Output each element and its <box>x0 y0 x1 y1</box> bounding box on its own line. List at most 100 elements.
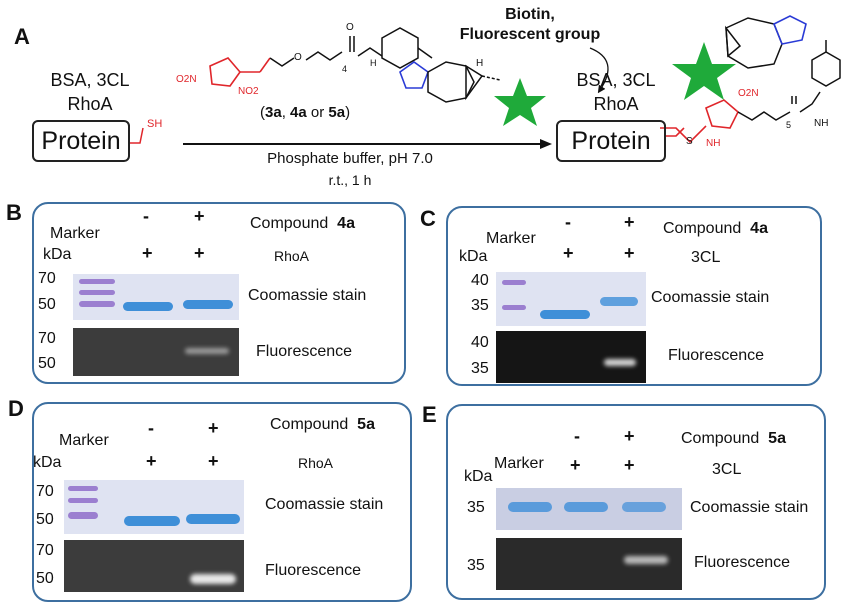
panel-d-mw-c2: 50 <box>36 511 54 528</box>
panel-c-mw-c2: 35 <box>471 297 489 314</box>
reaction-scheme-svg <box>130 15 841 149</box>
reagent-3a: 3a <box>265 104 282 121</box>
protein-band <box>508 502 552 512</box>
marker-band <box>79 290 115 295</box>
reagent-bcn <box>427 61 501 103</box>
panel-d-compound-word: Compound <box>270 416 349 433</box>
panel-a-label: A <box>14 24 30 49</box>
panel-d-label: D <box>8 396 24 421</box>
panel-d-mw-f2: 50 <box>36 570 54 587</box>
panel-c-mw-f1: 40 <box>471 334 489 351</box>
panel-b-kda: kDa <box>43 246 72 263</box>
panel-c-compound-label: Compound 4a <box>663 220 768 238</box>
panel-b-mw-c2: 50 <box>38 296 56 313</box>
bcn-h-label: H <box>476 58 484 69</box>
subscript-4: 4 <box>342 64 348 74</box>
product-bcn <box>725 17 783 69</box>
protein-band <box>622 502 666 512</box>
panel-d-mw-c1: 70 <box>36 483 54 500</box>
panel-c-lane2-compound: - <box>565 212 571 232</box>
biotin-label: Biotin, <box>505 6 555 23</box>
reagent-star <box>494 78 546 126</box>
panel-e-compound-id: 5a <box>768 430 786 447</box>
panel-b-fluor-gel <box>73 328 239 376</box>
panel-c-lane2-protein: + <box>563 243 574 263</box>
panel-b-coomassie-label: Coomassie stain <box>248 287 367 304</box>
reagent-close: ) <box>345 104 351 121</box>
product-linker <box>737 40 841 121</box>
panel-c-lane3-protein: + <box>624 243 635 263</box>
panel-c-fluor-gel <box>496 331 646 383</box>
right-protein-box: Protein <box>556 120 666 162</box>
reagent-sep2: or <box>306 104 329 121</box>
panel-b-lane2-protein: + <box>142 243 153 263</box>
product-nh-label: NH <box>706 138 721 149</box>
panel-b-lane2-compound: - <box>143 206 149 226</box>
product-amide-nh: NH <box>814 118 829 129</box>
marker-band <box>68 512 98 519</box>
protein-band <box>123 302 173 311</box>
panel-b-fluor-label: Fluorescence <box>256 343 353 360</box>
panel-e-lane3-compound: + <box>624 426 635 446</box>
panel-e-compound-word: Compound <box>681 430 760 447</box>
panel-d-lane2-compound: - <box>148 418 154 438</box>
panel-b-mw-c1: 70 <box>38 270 56 287</box>
reagent-open: ( <box>260 104 265 121</box>
product-bond-svg <box>666 127 685 137</box>
panel-d-marker: Marker <box>59 432 109 449</box>
right-protein-line-1: BSA, 3CL <box>576 70 656 90</box>
panel-d-lane2-protein: + <box>146 451 157 471</box>
fluorescent-band <box>624 556 668 564</box>
panel-b-mw-f1: 70 <box>38 330 56 347</box>
panel-b-compound-word: Compound <box>250 215 329 232</box>
amide-h-label: H <box>370 58 377 68</box>
reagent-sep1: , <box>281 104 291 121</box>
reagent-5a: 5a <box>328 104 346 121</box>
panel-b-protein: RhoA <box>274 248 310 264</box>
left-protein-line-2: RhoA <box>67 94 113 114</box>
product-o2n-label: O2N <box>738 88 759 99</box>
panel-e-coomassie-label: Coomassie stain <box>690 499 809 516</box>
reagent-triazole <box>399 61 429 89</box>
panel-d-fluor-gel <box>64 540 244 592</box>
panel-c-coomassie-label: Coomassie stain <box>651 289 770 306</box>
condition-time: r.t., 1 h <box>328 172 372 188</box>
panel-e-protein: 3CL <box>712 461 742 478</box>
marker-band <box>68 486 98 491</box>
fluorescent-band <box>185 348 229 354</box>
reaction-arrow-head <box>540 139 552 149</box>
panel-b-compound-label: Compound 4a <box>250 215 355 233</box>
panel-b-compound-id: 4a <box>337 215 355 232</box>
panel-e-box <box>446 404 826 600</box>
panel-b-lane3-protein: + <box>194 243 205 263</box>
carbonyl-o-label: O <box>346 22 354 33</box>
ether-o-label: O <box>294 52 302 63</box>
panel-d-compound-id: 5a <box>357 416 375 433</box>
panel-d-mw-f1: 70 <box>36 542 54 559</box>
panel-c-fluor-label: Fluorescence <box>668 347 765 364</box>
protein-band <box>124 516 180 526</box>
panel-c-mw-c1: 40 <box>471 272 489 289</box>
right-protein-line-2: RhoA <box>593 94 639 114</box>
panel-d-compound-label: Compound 5a <box>270 416 375 434</box>
panel-c-mw-f2: 35 <box>471 360 489 377</box>
panel-e-kda: kDa <box>464 468 493 485</box>
panel-c-label: C <box>420 206 436 231</box>
panel-c-coomassie-gel <box>496 272 646 326</box>
panel-b-coomassie-gel <box>73 274 239 320</box>
fluorescent-label: Fluorescent group <box>459 26 601 43</box>
reagent-label: (3a, 4a or 5a) <box>260 104 350 121</box>
panel-b-box <box>32 202 406 384</box>
panel-b-marker: Marker <box>50 225 100 242</box>
left-protein-line-1: BSA, 3CL <box>50 70 130 90</box>
panel-c-compound-id: 4a <box>750 220 768 237</box>
panel-c-protein: 3CL <box>691 249 721 266</box>
right-protein-list: BSA, 3CL RhoA <box>566 68 666 116</box>
left-protein-list: BSA, 3CL RhoA <box>40 68 140 116</box>
protein-band <box>564 502 608 512</box>
protein-band <box>186 514 240 524</box>
protein-band <box>600 297 638 306</box>
protein-band <box>540 310 590 319</box>
panel-b-mw-f2: 50 <box>38 355 56 372</box>
condition-buffer: Phosphate buffer, pH 7.0 <box>267 150 433 167</box>
